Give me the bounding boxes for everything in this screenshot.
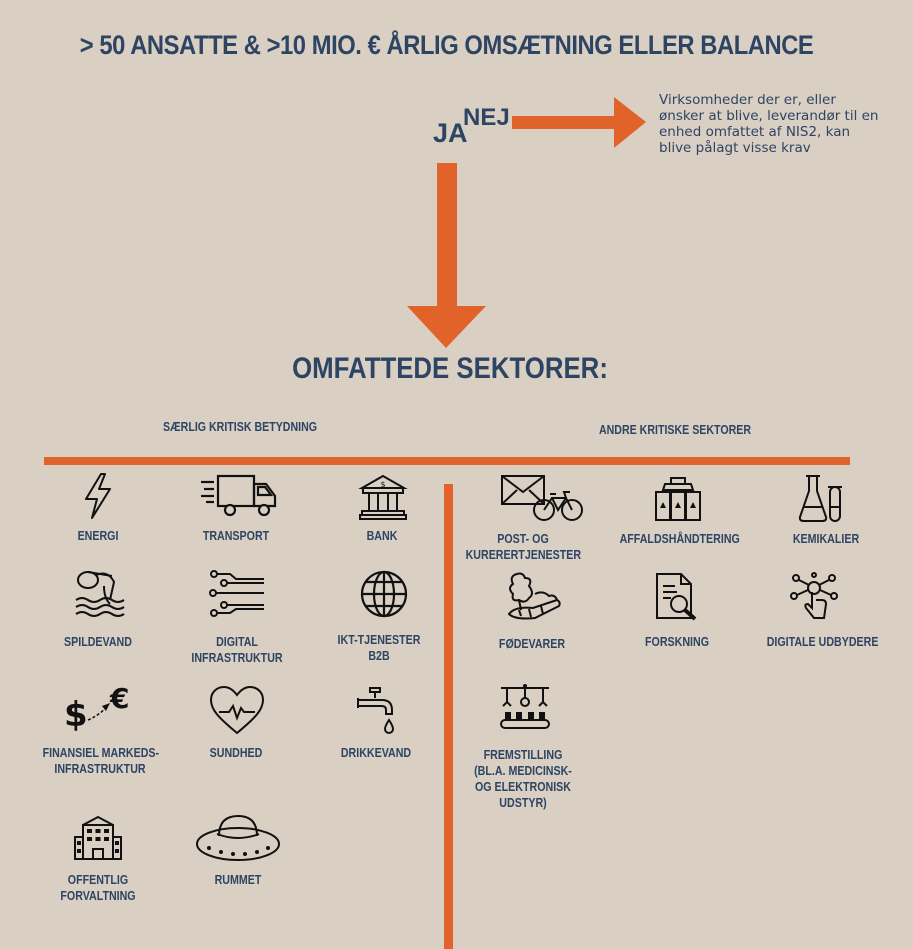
vegetables-icon (507, 572, 561, 620)
sector-label-kemikalier: KEMIKALIER (792, 531, 860, 546)
no-note: Virksomheder der er, eller ønsker at bli… (659, 92, 879, 156)
right-group-heading: ANDRE KRITISKE SEKTORER (598, 423, 752, 437)
sector-label-offentlig: OFFENTLIG FORVALTNING (60, 872, 136, 903)
sector-label-drikkevand: DRIKKEVAND (340, 745, 412, 760)
no-arrow-head (614, 97, 646, 148)
no-label: NEJ (463, 104, 510, 131)
svg-text:$: $ (64, 695, 88, 735)
document-search-icon (656, 573, 697, 621)
sector-label-bank: BANK (366, 528, 398, 543)
truck-icon (201, 474, 277, 517)
circuit-icon (209, 570, 264, 617)
sector-label-fremstilling: FREMSTILLING (BL.A. MEDICINSK- OG ELEKTR… (474, 747, 572, 810)
sector-label-post: POST- OG KURERERTJENESTER (465, 531, 582, 562)
sectors-title: OMFATTEDE SEKTORER: (292, 352, 608, 385)
sector-label-sundhed: SUNDHED (209, 745, 263, 760)
sector-label-transport: TRANSPORT (202, 528, 270, 543)
no-arrow-shaft (512, 116, 617, 129)
sector-label-spildevand: SPILDEVAND (64, 634, 132, 649)
yes-arrow-shaft (437, 163, 457, 309)
svg-text:$: $ (380, 480, 385, 489)
vertical-divider (444, 484, 453, 949)
sector-label-affald: AFFALDSHÅNDTERING (619, 531, 740, 546)
heart-pulse-icon (209, 685, 265, 735)
bank-icon: $ (358, 474, 408, 520)
decision-arrows (407, 97, 646, 348)
sector-label-finansiel: FINANSIEL MARKEDS- INFRASTRUKTUR (42, 745, 160, 776)
currency-exchange-icon: $ € (64, 682, 129, 735)
chemistry-flask-icon (798, 475, 842, 522)
sector-label-rummet: RUMMET (214, 872, 262, 887)
digital-touch-icon (790, 572, 838, 619)
sector-label-ikt: IKT-TJENESTER B2B (337, 632, 421, 663)
sector-label-forskning: FORSKNING (645, 634, 709, 649)
manufacturing-line-icon (500, 684, 550, 729)
lightning-icon (85, 473, 111, 519)
sector-label-digital-infrastruktur: DIGITAL INFRASTRUKTUR (191, 634, 283, 665)
ufo-icon (196, 814, 280, 861)
government-building-icon (74, 815, 122, 860)
faucet-icon (357, 687, 395, 734)
page-title: > 50 ANSATTE & >10 MIO. € ÅRLIG OMSÆTNIN… (79, 30, 814, 60)
mail-bicycle-icon (501, 475, 583, 521)
wastewater-icon (75, 571, 125, 617)
sector-label-foedevarer: FØDEVARER (498, 636, 566, 651)
horizontal-divider (44, 457, 850, 465)
globe-icon (360, 570, 408, 618)
sector-label-energi: ENERGI (77, 528, 119, 543)
yes-arrow-head (407, 306, 486, 348)
left-group-heading: SÆRLIG KRITISK BETYDNING (162, 420, 318, 434)
recycling-bins-icon (655, 477, 701, 521)
yes-label: JA (433, 118, 468, 148)
sector-label-digitale-udbydere: DIGITALE UDBYDERE (766, 634, 879, 649)
svg-text:€: € (109, 682, 129, 715)
